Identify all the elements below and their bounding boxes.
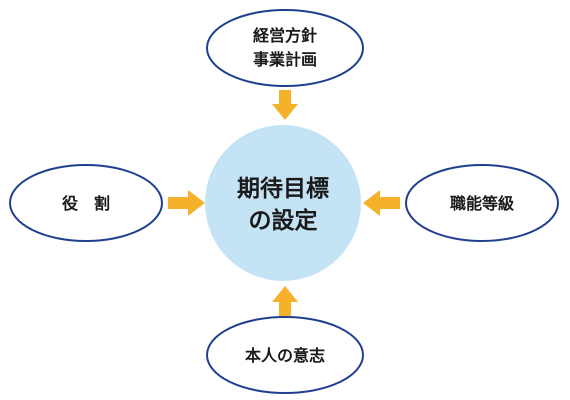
bottom-node: 本人の意志 <box>206 316 364 394</box>
bottom-ellipse <box>206 316 364 394</box>
left-label: 役 割 <box>62 194 110 213</box>
top-label-line2: 事業計画 <box>253 50 317 69</box>
bottom-label: 本人の意志 <box>245 346 325 365</box>
right-ellipse <box>405 164 559 242</box>
center-node: 期待目標 の設定 <box>205 125 361 281</box>
top-label-line1: 経営方針 <box>253 26 317 45</box>
top-ellipse <box>206 9 364 87</box>
center-label-line1: 期待目標 <box>237 175 329 202</box>
arrow-top-down <box>272 90 298 120</box>
right-label: 職能等級 <box>450 194 514 213</box>
left-node: 役 割 <box>9 164 163 242</box>
top-node: 経営方針 事業計画 <box>206 9 364 87</box>
center-circle <box>205 125 361 281</box>
right-node: 職能等級 <box>405 164 559 242</box>
arrow-left-right <box>168 190 205 216</box>
arrow-bottom-up <box>272 286 298 316</box>
arrow-right-left <box>363 190 400 216</box>
center-label-line2: の設定 <box>249 207 318 234</box>
left-ellipse <box>9 164 163 242</box>
